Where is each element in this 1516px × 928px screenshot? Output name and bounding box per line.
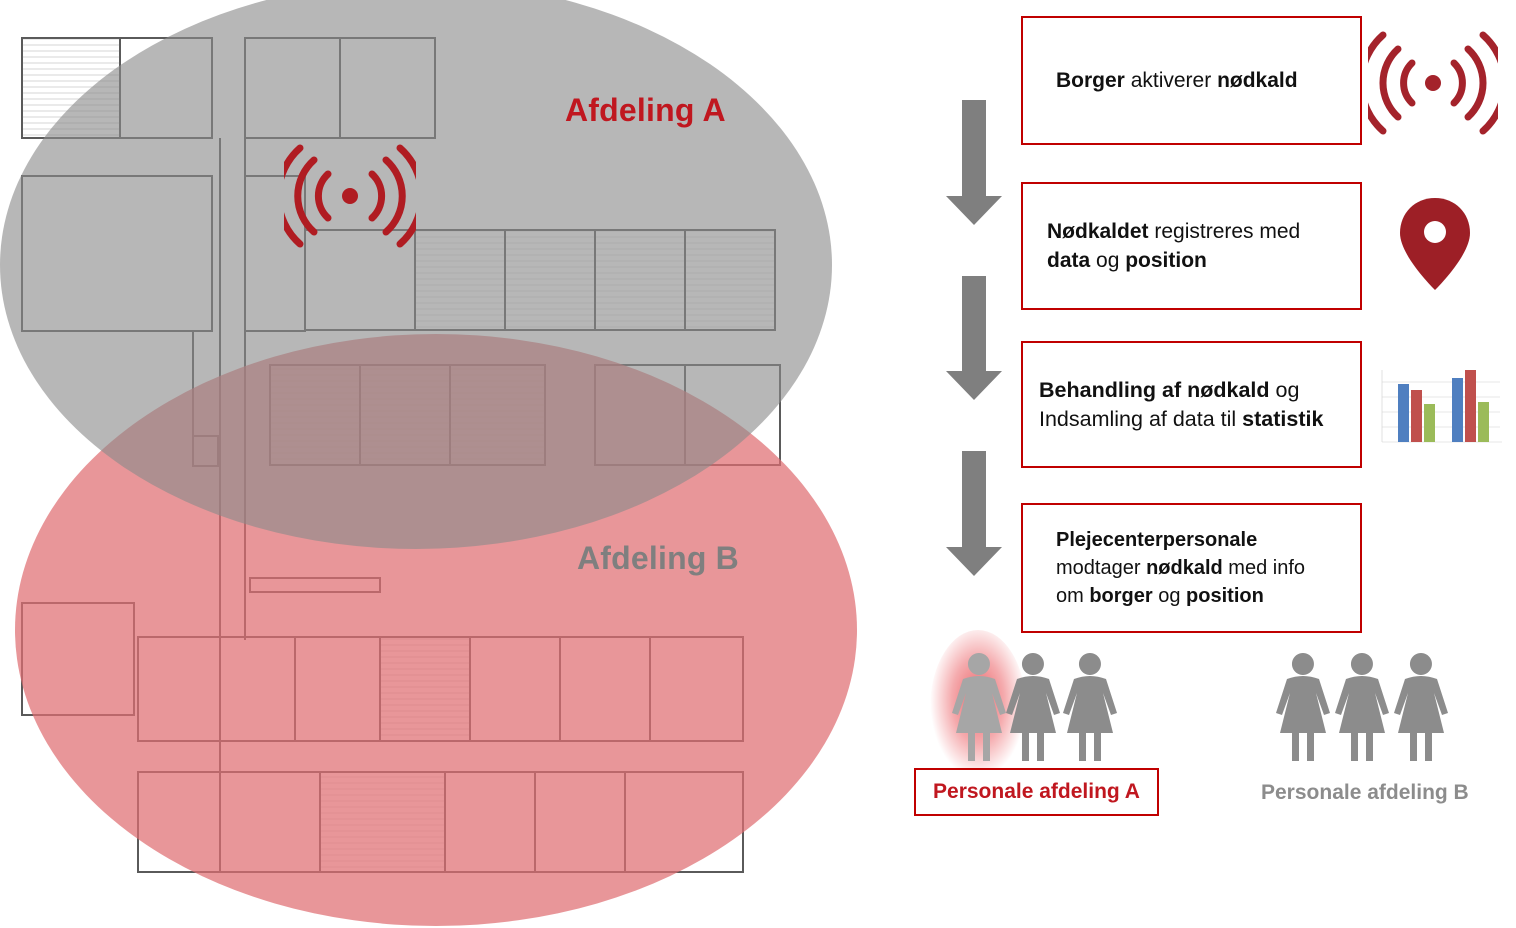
- step-text: og: [1152, 585, 1187, 607]
- emphasis-text: Nødkaldet: [1047, 220, 1149, 243]
- step-2-line: data og position: [1047, 246, 1360, 275]
- emphasis-text: Behandling af nødkald: [1039, 377, 1270, 402]
- person-icon: [1276, 653, 1330, 761]
- emphasis-text: borger: [1089, 585, 1153, 607]
- person-icon: [1006, 653, 1060, 761]
- step-1-box: Borger aktiverer nødkald: [1021, 16, 1362, 145]
- emphasis-text: Borger: [1056, 69, 1125, 92]
- step-4-line: om borger og position: [1056, 582, 1360, 610]
- alerted-person-icon: [952, 653, 1006, 761]
- step-1-line: Borger aktiverer nødkald: [1056, 66, 1360, 95]
- step-text: Indsamling af data til: [1039, 406, 1243, 431]
- zone-a-area: [0, 0, 832, 549]
- emphasis-text: nødkald: [1217, 69, 1298, 92]
- step-text: og: [1090, 249, 1126, 272]
- zone-a-label: Afdeling A: [565, 92, 726, 128]
- step-4-line: Plejecenterpersonale: [1056, 526, 1360, 554]
- step-text: og: [1269, 377, 1300, 402]
- step-3-line: Behandling af nødkald og: [1039, 376, 1360, 405]
- step-text: om: [1056, 585, 1090, 607]
- flow-arrow: [946, 276, 1002, 400]
- staff-a-box: Personale afdeling A: [914, 768, 1159, 816]
- staff-b-label: Personale afdeling B: [1261, 781, 1469, 804]
- emphasis-text: nødkald: [1146, 557, 1223, 579]
- step-text: modtager: [1056, 557, 1147, 579]
- step-4-line: modtager nødkald med info: [1056, 554, 1360, 582]
- person-icon: [1335, 653, 1389, 761]
- floor-plan-map: [0, 0, 857, 926]
- wireless-alarm-icon: [284, 144, 416, 248]
- zone-b-label: Afdeling B: [577, 540, 739, 576]
- emphasis-text: statistik: [1242, 406, 1324, 431]
- staff-a-label: Personale afdeling A: [933, 780, 1140, 803]
- person-icon: [1394, 653, 1448, 761]
- emphasis-text: position: [1186, 585, 1264, 607]
- step-text: aktiverer: [1124, 69, 1218, 92]
- emphasis-text: data: [1047, 249, 1091, 272]
- flow-arrow: [946, 451, 1002, 576]
- bar-chart-icon: [1381, 370, 1502, 443]
- step-2-line: Nødkaldet registreres med: [1047, 217, 1360, 246]
- person-icon: [1063, 653, 1117, 761]
- emphasis-text: position: [1125, 249, 1207, 272]
- step-text: med info: [1222, 557, 1305, 579]
- location-pin-icon: [1400, 198, 1470, 290]
- step-4-box: Plejecenterpersonale modtager nødkald med…: [1021, 503, 1362, 633]
- step-3-line: Indsamling af data til statistik: [1039, 405, 1360, 434]
- step-text: registreres med: [1148, 220, 1301, 243]
- wireless-alarm-icon: [1368, 31, 1498, 135]
- emphasis-text: Plejecenterpersonale: [1056, 529, 1258, 551]
- flow-arrow: [946, 100, 1002, 225]
